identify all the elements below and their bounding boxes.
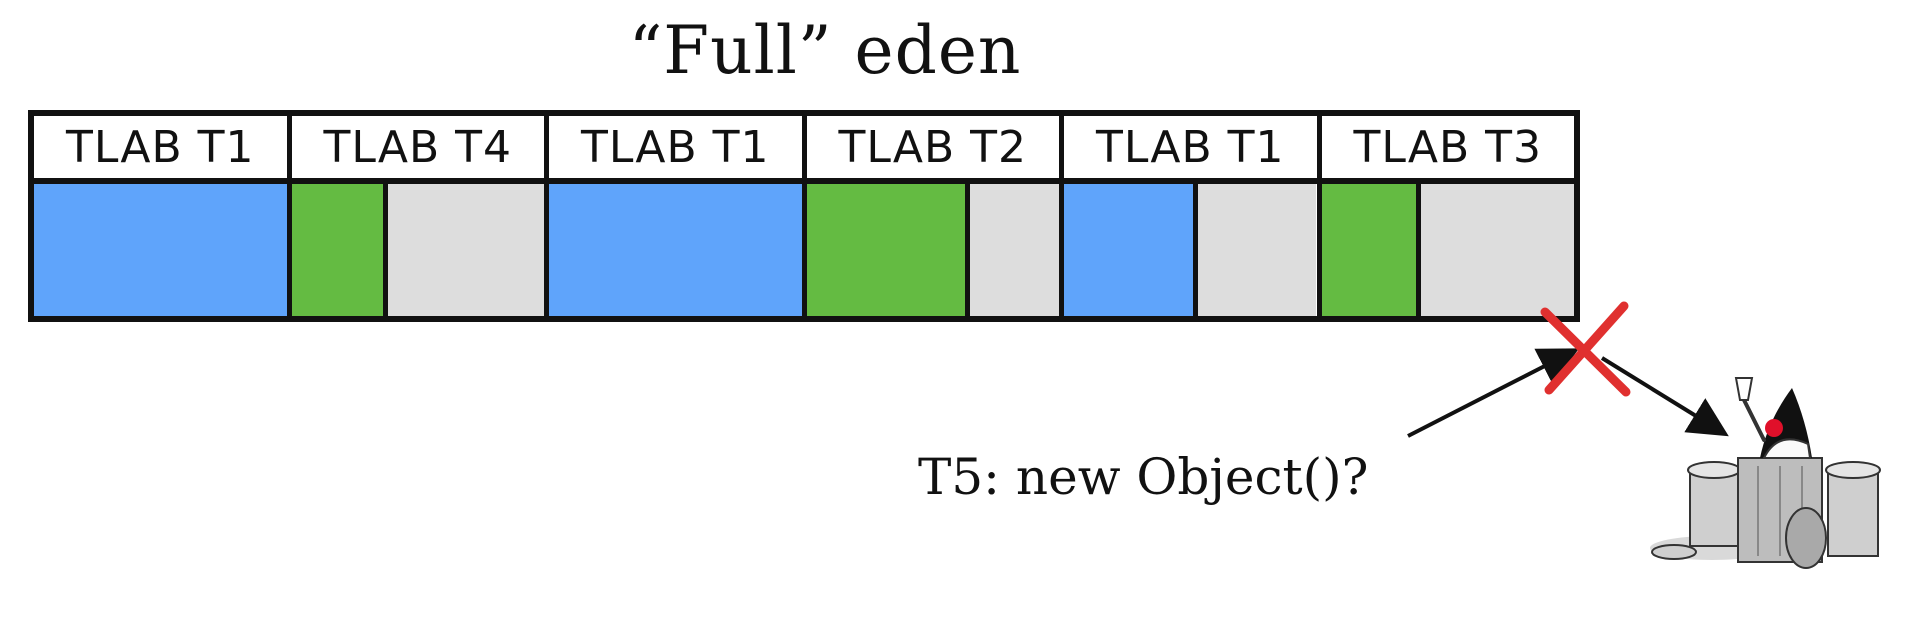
tlab-label: TLAB T4 xyxy=(291,116,544,184)
tlab-label: TLAB T1 xyxy=(1064,116,1317,184)
free-space-segment xyxy=(964,184,1059,316)
tlab-body xyxy=(549,184,802,316)
tlab-label: TLAB T2 xyxy=(806,116,1059,184)
tlab-label: TLAB T1 xyxy=(34,116,287,184)
garbage-cans-mascot-icon xyxy=(1650,377,1881,569)
tlab-cell: TLAB T1 xyxy=(544,116,802,316)
tlab-body xyxy=(34,184,287,316)
diagram-title: “Full” eden xyxy=(628,12,1022,89)
tlab-label: TLAB T3 xyxy=(1321,116,1574,184)
free-space-segment xyxy=(383,184,544,316)
tlab-body xyxy=(1064,184,1317,316)
thread-allocation-segment xyxy=(291,184,384,316)
t1-allocation-segment xyxy=(34,184,287,316)
t1-allocation-segment xyxy=(1064,184,1193,316)
allocation-question: T5: new Object()? xyxy=(918,448,1369,506)
free-space-segment xyxy=(1192,184,1317,316)
tlab-cell: TLAB T1 xyxy=(1059,116,1317,316)
thread-allocation-segment xyxy=(806,184,965,316)
free-space-segment xyxy=(1415,184,1574,316)
t1-allocation-segment xyxy=(549,184,802,316)
tlab-body xyxy=(1321,184,1574,316)
tlab-body xyxy=(806,184,1059,316)
arrow-to-garbage xyxy=(1600,356,1729,437)
tlab-cell: TLAB T4 xyxy=(286,116,544,316)
tlab-cell: TLAB T2 xyxy=(801,116,1059,316)
thread-allocation-segment xyxy=(1321,184,1416,316)
tlab-cell: TLAB T1 xyxy=(34,116,287,316)
tlab-body xyxy=(291,184,544,316)
tlab-cell: TLAB T3 xyxy=(1316,116,1574,316)
arrow-to-eden xyxy=(1407,348,1580,438)
tlab-label: TLAB T1 xyxy=(549,116,802,184)
